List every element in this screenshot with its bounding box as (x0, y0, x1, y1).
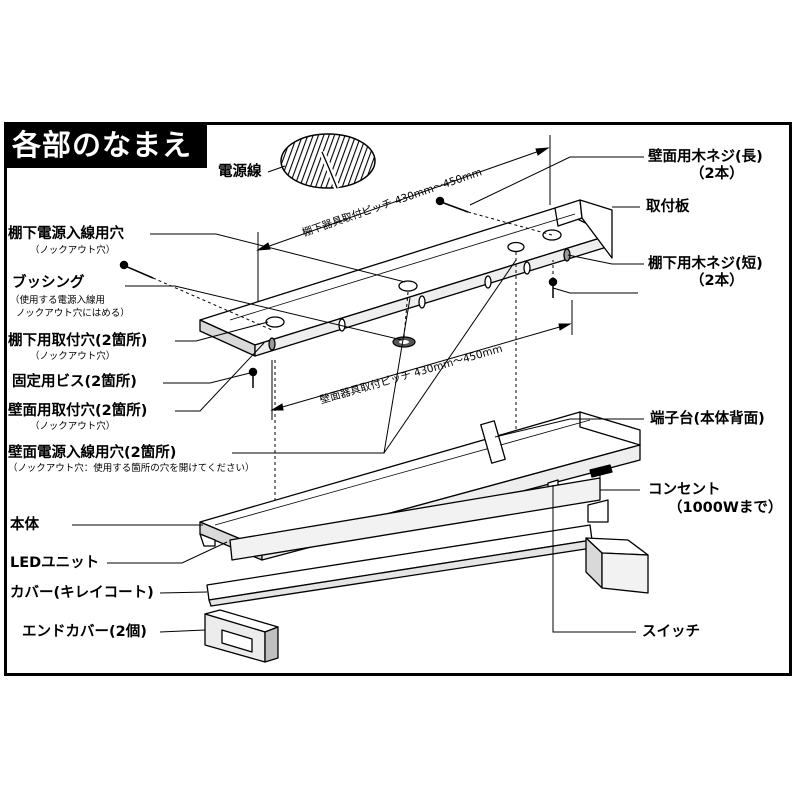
qty-shelf-screw-short: （2本） (690, 273, 744, 289)
label-cover: カバー(キレイコート) (10, 585, 154, 601)
label-shelf-power-hole: 棚下電源入線用穴 (8, 226, 124, 242)
label-wall-screw-long: 壁面用木ネジ(長) (648, 149, 763, 165)
label-end-cover: エンドカバー(2個) (22, 624, 147, 640)
label-switch: スイッチ (642, 624, 700, 640)
label-wall-power-hole: 壁面電源入線用穴(2箇所) (8, 445, 177, 461)
note-bushing-1: （使用する電源入線用 (10, 295, 106, 306)
wall-screw-long-part (435, 196, 469, 213)
wall-screw-left-part (119, 260, 154, 279)
label-shelf-screw-short: 棚下用木ネジ(短) (648, 256, 763, 272)
end-box-part (585, 537, 649, 594)
label-power-cord: 電源線 (218, 164, 262, 180)
note-outlet: （1000Wまで） (668, 500, 783, 516)
label-terminal: 端子台(本体背面) (650, 411, 765, 427)
label-shelf-mount-hole: 棚下用取付穴(2箇所) (8, 333, 148, 349)
note-shelf-mount-hole: （ノックアウト穴） (30, 351, 116, 362)
label-outlet: コンセント (648, 482, 721, 498)
note-bushing-2: ノックアウト穴にはめる） (16, 308, 130, 319)
note-shelf-power-hole: （ノックアウト穴） (30, 245, 116, 256)
led-unit-part (229, 477, 609, 561)
end-cover-part (204, 609, 279, 663)
diagram-frame (4, 122, 792, 676)
qty-wall-screw-long: （2本） (690, 166, 744, 182)
label-led-unit: LEDユニット (10, 555, 100, 571)
note-wall-power-hole: （ノックアウト穴：使用する箇所の穴を開けてください） (8, 463, 255, 474)
label-bushing: ブッシング (12, 275, 85, 291)
label-wall-mount-hole: 壁面用取付穴(2箇所) (8, 403, 148, 419)
note-wall-mount-hole: （ノックアウト穴） (30, 421, 116, 432)
mounting-plate (199, 199, 613, 357)
label-body: 本体 (10, 517, 39, 533)
label-mount-plate: 取付板 (646, 199, 690, 215)
cover-part (206, 524, 593, 607)
page-title: 各部のなまえ (4, 122, 207, 168)
label-fix-screw: 固定用ビス(2箇所) (12, 374, 137, 390)
fix-screw-part (248, 367, 258, 388)
leader-lines (72, 156, 644, 633)
wall-pitch-dimension (270, 300, 573, 420)
power-cord-detail (280, 133, 376, 190)
